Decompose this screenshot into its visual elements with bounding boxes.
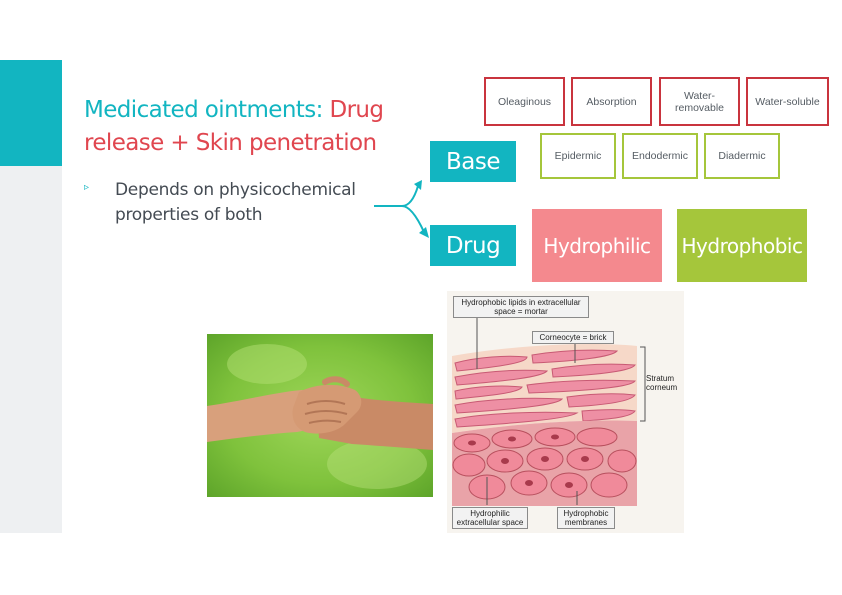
diagram-label-hydrophobic-membranes: Hydrophobic membranes	[557, 507, 615, 529]
handshake-photo	[207, 334, 433, 497]
base-box: Base	[430, 141, 516, 182]
base-type-water-removable: Water-removable	[659, 77, 740, 126]
stratum-corneum-diagram: Hydrophobic lipids in extracellular spac…	[447, 291, 684, 533]
diagram-label-stratum: Stratum corneum	[646, 374, 678, 392]
drug-box: Drug	[430, 225, 516, 266]
diagram-label-lipids: Hydrophobic lipids in extracellular spac…	[453, 296, 589, 318]
title-part-teal: Medicated ointments:	[84, 97, 330, 123]
skin-layer-epidermic: Epidermic	[540, 133, 616, 179]
bullet-text: Depends on physicochemical properties of…	[115, 180, 356, 225]
base-type-water-soluble: Water-soluble	[746, 77, 829, 126]
skin-layer-endodermic: Endodermic	[622, 133, 698, 179]
skin-layer-diadermic: Diadermic	[704, 133, 780, 179]
teal-accent-block	[0, 60, 62, 166]
title-part-red: Drug release + Skin penetration	[84, 97, 384, 156]
bullet-marker: ▹	[84, 182, 90, 193]
base-type-oleaginous: Oleaginous	[484, 77, 565, 126]
base-type-absorption: Absorption	[571, 77, 652, 126]
fork-arrow-icon	[374, 180, 429, 238]
hydrophobic-tile: Hydrophobic	[677, 209, 807, 282]
diagram-label-corneocyte: Corneocyte = brick	[532, 331, 614, 344]
diagram-label-hydrophilic-space: Hydrophilic extracellular space	[452, 507, 528, 529]
slide-title: Medicated ointments: Drug release + Skin…	[84, 94, 404, 160]
hydrophilic-tile: Hydrophilic	[532, 209, 662, 282]
